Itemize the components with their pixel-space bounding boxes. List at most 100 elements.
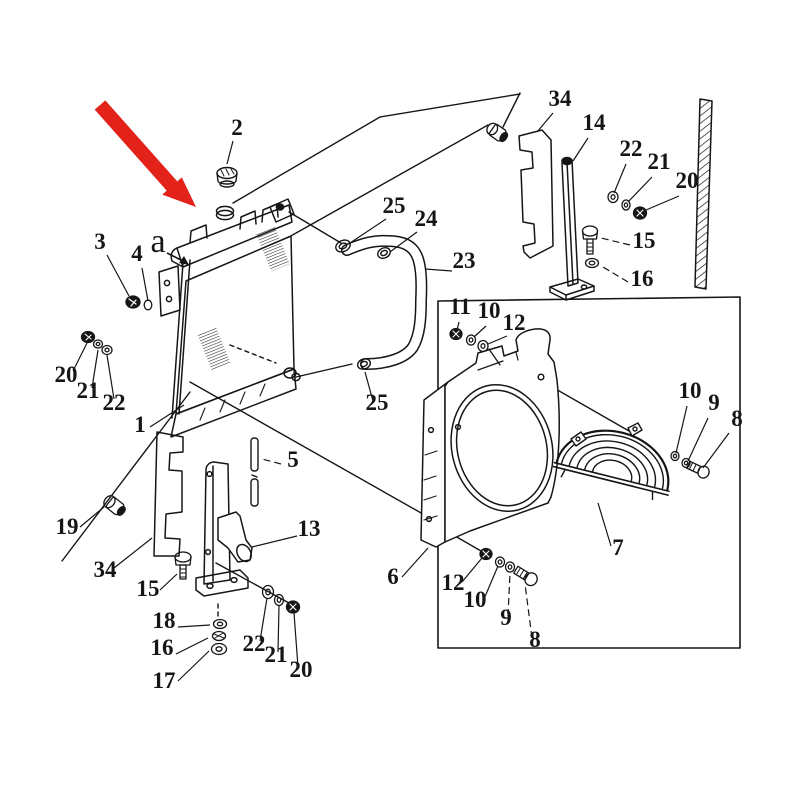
leader-line bbox=[113, 537, 153, 569]
part-number: 25 bbox=[383, 193, 406, 218]
leader-line bbox=[572, 137, 589, 162]
callout-12: 12 bbox=[487, 310, 526, 345]
part-number: 10 bbox=[464, 587, 487, 612]
callout-16: 16 bbox=[602, 266, 654, 291]
callout-8: 8 bbox=[702, 406, 743, 469]
leader-line bbox=[226, 140, 234, 165]
leader-line bbox=[461, 557, 483, 583]
part-number: 8 bbox=[731, 406, 743, 431]
part-number: 21 bbox=[265, 642, 288, 667]
callout-17: 17 bbox=[153, 650, 210, 693]
leader-line bbox=[91, 349, 99, 389]
callout-15: 15 bbox=[600, 228, 656, 253]
leader-line bbox=[177, 650, 210, 682]
callout-24: 24 bbox=[389, 206, 438, 253]
leader-line bbox=[536, 112, 554, 133]
part-number: 9 bbox=[500, 605, 512, 630]
top-fitting bbox=[486, 122, 509, 143]
leader-line bbox=[175, 637, 209, 655]
part-number: 10 bbox=[478, 298, 501, 323]
leader-line bbox=[602, 266, 629, 283]
leader-line bbox=[687, 417, 709, 462]
callout-7: 7 bbox=[597, 502, 624, 560]
radiator-cap bbox=[216, 166, 238, 188]
leader-line bbox=[259, 597, 268, 642]
leader-line bbox=[600, 237, 631, 246]
part-number: 16 bbox=[151, 635, 174, 660]
callout-9: 9 bbox=[500, 572, 512, 630]
mount-bracket-34-left bbox=[153, 431, 184, 557]
box-top-hardware bbox=[449, 327, 501, 366]
part-number: 20 bbox=[290, 657, 313, 682]
part-number: 9 bbox=[708, 390, 720, 415]
callout-22: 22 bbox=[103, 354, 126, 415]
pointer-arrow bbox=[94, 100, 196, 207]
leader-line bbox=[627, 176, 653, 203]
leader-line bbox=[389, 231, 418, 253]
part-number: 7 bbox=[612, 535, 624, 560]
part-number: 25 bbox=[366, 390, 389, 415]
part-number: 16 bbox=[631, 266, 654, 291]
callout-34: 34 bbox=[536, 86, 573, 133]
part-number: 2 bbox=[231, 115, 243, 140]
part-number: 4 bbox=[131, 241, 143, 266]
part-number: 22 bbox=[103, 390, 126, 415]
leader-line bbox=[613, 163, 627, 194]
callout-5: 5 bbox=[261, 447, 299, 472]
leader-line bbox=[401, 547, 429, 578]
callout-18: 18 bbox=[153, 608, 211, 633]
part-number: 15 bbox=[137, 576, 160, 601]
leader-line bbox=[483, 565, 499, 600]
leader-line bbox=[702, 432, 730, 469]
leader-line bbox=[524, 583, 533, 639]
leader-line bbox=[597, 502, 612, 547]
part-number: 21 bbox=[77, 378, 100, 403]
part-number: 18 bbox=[153, 608, 176, 633]
callout-20: 20 bbox=[290, 612, 313, 682]
lower-stay-and-pipe-13 bbox=[195, 461, 253, 597]
part-number: 23 bbox=[453, 248, 476, 273]
callout-25: 25 bbox=[364, 371, 389, 415]
leader-line bbox=[675, 405, 688, 454]
callout-10: 10 bbox=[675, 378, 702, 454]
hose-clamps bbox=[335, 239, 391, 370]
view-label-text: a bbox=[150, 223, 165, 260]
leader-line bbox=[364, 371, 374, 402]
leader-line bbox=[473, 325, 487, 338]
leader-line bbox=[72, 342, 88, 372]
part-number: 3 bbox=[94, 229, 106, 254]
view-arrow-head bbox=[179, 256, 189, 265]
fan-shroud-6 bbox=[420, 328, 560, 548]
callout-20: 20 bbox=[645, 168, 699, 211]
callout-13: 13 bbox=[251, 516, 321, 548]
part-number: 20 bbox=[676, 168, 699, 193]
callout-34: 34 bbox=[94, 537, 153, 582]
stay-14 bbox=[549, 156, 595, 301]
callout-8: 8 bbox=[524, 583, 541, 652]
leader-line bbox=[507, 572, 511, 617]
callout-22: 22 bbox=[613, 136, 643, 194]
left-nut-washers bbox=[80, 330, 113, 356]
washers-18-16-17 bbox=[210, 618, 228, 656]
fitting-19 bbox=[103, 495, 126, 516]
fan-guard-7 bbox=[552, 422, 670, 501]
callout-1: 1 bbox=[134, 404, 185, 437]
leader-line bbox=[106, 354, 115, 400]
callout-14: 14 bbox=[572, 110, 606, 162]
part-number: 10 bbox=[679, 378, 702, 403]
leader-line bbox=[141, 267, 149, 302]
callout-10: 10 bbox=[473, 298, 501, 338]
leader-line bbox=[79, 506, 105, 528]
callout-20: 20 bbox=[55, 342, 88, 387]
part-number: 34 bbox=[94, 557, 118, 582]
part-number: 11 bbox=[449, 294, 471, 319]
part-number: 6 bbox=[387, 564, 399, 589]
part-number: 34 bbox=[549, 86, 573, 111]
part-number: 17 bbox=[153, 668, 176, 693]
hose-23-assembly bbox=[335, 234, 428, 370]
bolt-15-left bbox=[174, 551, 192, 580]
callout-19: 19 bbox=[56, 506, 105, 539]
callout-12: 12 bbox=[442, 557, 483, 595]
part-number: 13 bbox=[298, 516, 321, 541]
